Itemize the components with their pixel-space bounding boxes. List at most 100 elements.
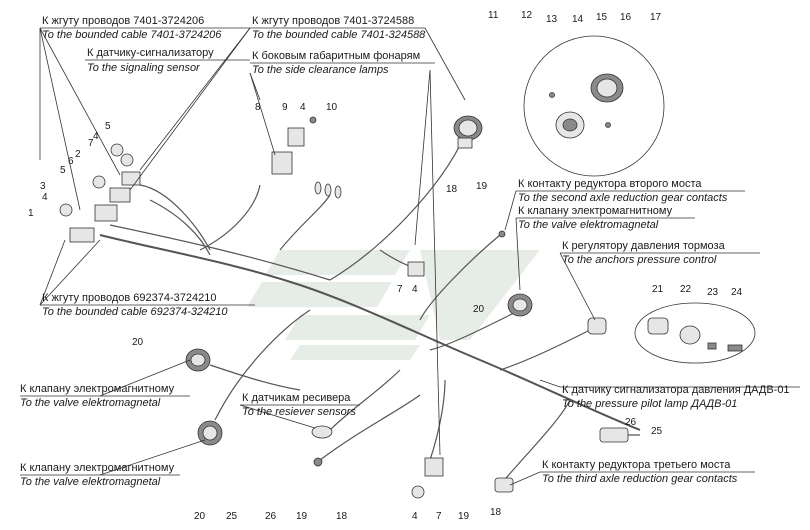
valve-connector-left xyxy=(185,348,211,372)
valve-connector-top xyxy=(507,293,533,317)
part-number: 6 xyxy=(68,156,74,167)
leader-lines xyxy=(39,27,596,486)
part-number: 1 xyxy=(28,208,34,219)
terminal-19-mid xyxy=(313,457,323,467)
part-number: 4 xyxy=(412,284,418,295)
part-number: 25 xyxy=(226,511,238,522)
cap-4b xyxy=(110,143,124,157)
label-bundle-206-ru: К жгуту проводов 7401-3724206 xyxy=(42,15,204,27)
label-bundle-206-en: To the bounded cable 7401-3724206 xyxy=(42,29,222,41)
valve-connector-bottom xyxy=(197,420,223,446)
part-number: 18 xyxy=(490,507,502,518)
label-third-axle-ru: К контакту редуктора третьего моста xyxy=(542,459,731,471)
part-number: 7 xyxy=(88,138,94,149)
part-number: 3 xyxy=(40,181,46,192)
terminal-19-top xyxy=(498,230,506,238)
part-number: 7 xyxy=(436,511,442,522)
part-numbers: 1 3 4 5 6 7 2 4 5 8 9 4 10 11 12 13 14 1… xyxy=(28,10,743,522)
pin-4 xyxy=(309,116,317,124)
part-number: 19 xyxy=(458,511,470,522)
part-number: 18 xyxy=(336,511,348,522)
label-side-lamps-en: To the side clearance lamps xyxy=(252,64,389,76)
label-bundle-210-en: To the bounded cable 692374-324210 xyxy=(42,306,228,318)
part-number: 5 xyxy=(105,121,111,132)
connector-8 xyxy=(271,151,293,175)
part-number: 18 xyxy=(446,184,458,195)
part-number: 13 xyxy=(546,14,558,25)
label-receiver-ru: К датчикам ресивера xyxy=(242,392,351,404)
label-bundle-588-ru: К жгуту проводов 7401-3724588 xyxy=(252,15,414,27)
terminals-10 xyxy=(314,181,342,199)
label-third-axle-en: To the third axle reduction gear contact… xyxy=(542,473,738,485)
part-number: 17 xyxy=(650,12,662,23)
part-number: 20 xyxy=(473,304,485,315)
connector-3 xyxy=(94,204,118,222)
part-number: 4 xyxy=(412,511,418,522)
part-number: 25 xyxy=(651,426,663,437)
watermark-logo xyxy=(247,250,540,360)
part-number: 9 xyxy=(282,102,288,113)
part-number: 19 xyxy=(296,511,308,522)
part-number: 2 xyxy=(75,149,81,160)
part-number: 26 xyxy=(625,417,637,428)
cap-4 xyxy=(59,203,73,217)
receiver-sensor-connector xyxy=(311,425,333,439)
part-number: 23 xyxy=(707,287,719,298)
label-brake-reg-en: To the anchors pressure control xyxy=(562,254,717,266)
label-signal-sensor-en: To the signaling sensor xyxy=(87,62,201,74)
pressure-sensor-connector xyxy=(599,427,629,443)
label-bundle-210-ru: К жгуту проводов 692374-3724210 xyxy=(42,292,216,304)
part-number: 16 xyxy=(620,12,632,23)
connector-9 xyxy=(287,127,305,147)
cap-4-bottom xyxy=(411,485,425,499)
part-number: 7 xyxy=(397,284,403,295)
connector-7-bottom xyxy=(424,457,444,477)
left-connector-cluster xyxy=(59,143,141,243)
label-valve-left-ru: К клапану электромагнитному xyxy=(20,383,175,395)
part-number: 11 xyxy=(488,10,499,21)
label-side-lamps-ru: К боковым габаритным фонарям xyxy=(252,50,420,62)
label-valve-bottom-ru: К клапану электромагнитному xyxy=(20,462,175,474)
label-second-axle-ru: К контакту редуктора второго моста xyxy=(518,178,702,190)
part-number: 20 xyxy=(132,337,144,348)
cap-5a xyxy=(92,175,106,189)
part-number: 15 xyxy=(596,12,608,23)
part-number: 24 xyxy=(731,287,743,298)
detail-circle-connector xyxy=(523,35,665,177)
label-signal-sensor-ru: К датчику-сигнализатору xyxy=(87,47,214,59)
detail-circle-pressure xyxy=(634,302,756,364)
label-valve-top-ru: К клапану электромагнитному xyxy=(518,205,673,217)
label-underlines xyxy=(20,27,800,476)
label-pressure-ru: К датчику сигнализатора давления ДАДВ-01 xyxy=(562,384,790,396)
part-number: 14 xyxy=(572,14,584,25)
third-axle-connector xyxy=(494,477,514,493)
cap-5b xyxy=(120,153,134,167)
connector-7 xyxy=(121,171,141,186)
label-valve-left-en: To the valve elektromagnetal xyxy=(20,397,161,409)
part-number: 5 xyxy=(60,165,66,176)
label-valve-top-en: To the valve elektromagnetal xyxy=(518,219,659,231)
part-number: 4 xyxy=(93,131,99,142)
connector-1 xyxy=(69,227,95,243)
label-valve-bottom-en: To the valve elektromagnetal xyxy=(20,476,161,488)
part-number: 10 xyxy=(326,102,338,113)
part-number: 12 xyxy=(521,10,533,21)
part-number: 26 xyxy=(265,511,277,522)
harness-wires xyxy=(99,134,641,486)
brake-regulator-connector xyxy=(587,317,607,335)
label-brake-reg-ru: К регулятору давления тормоза xyxy=(562,240,726,252)
part-number: 8 xyxy=(255,102,261,113)
part-number: 20 xyxy=(194,511,206,522)
connector-7-middle xyxy=(407,261,425,277)
round-connector-top xyxy=(453,115,483,149)
part-number: 4 xyxy=(42,192,48,203)
part-number: 22 xyxy=(680,284,692,295)
part-number: 21 xyxy=(652,284,664,295)
part-number: 4 xyxy=(300,102,306,113)
label-pressure-en: To the pressure pilot lamp ДАДВ-01 xyxy=(562,398,737,410)
label-second-axle-en: To the second axle reduction gear contac… xyxy=(518,192,728,204)
label-bundle-588-en: To the bounded cable 7401-324588 xyxy=(252,29,426,41)
part-number: 19 xyxy=(476,181,488,192)
connector-6 xyxy=(109,187,131,203)
